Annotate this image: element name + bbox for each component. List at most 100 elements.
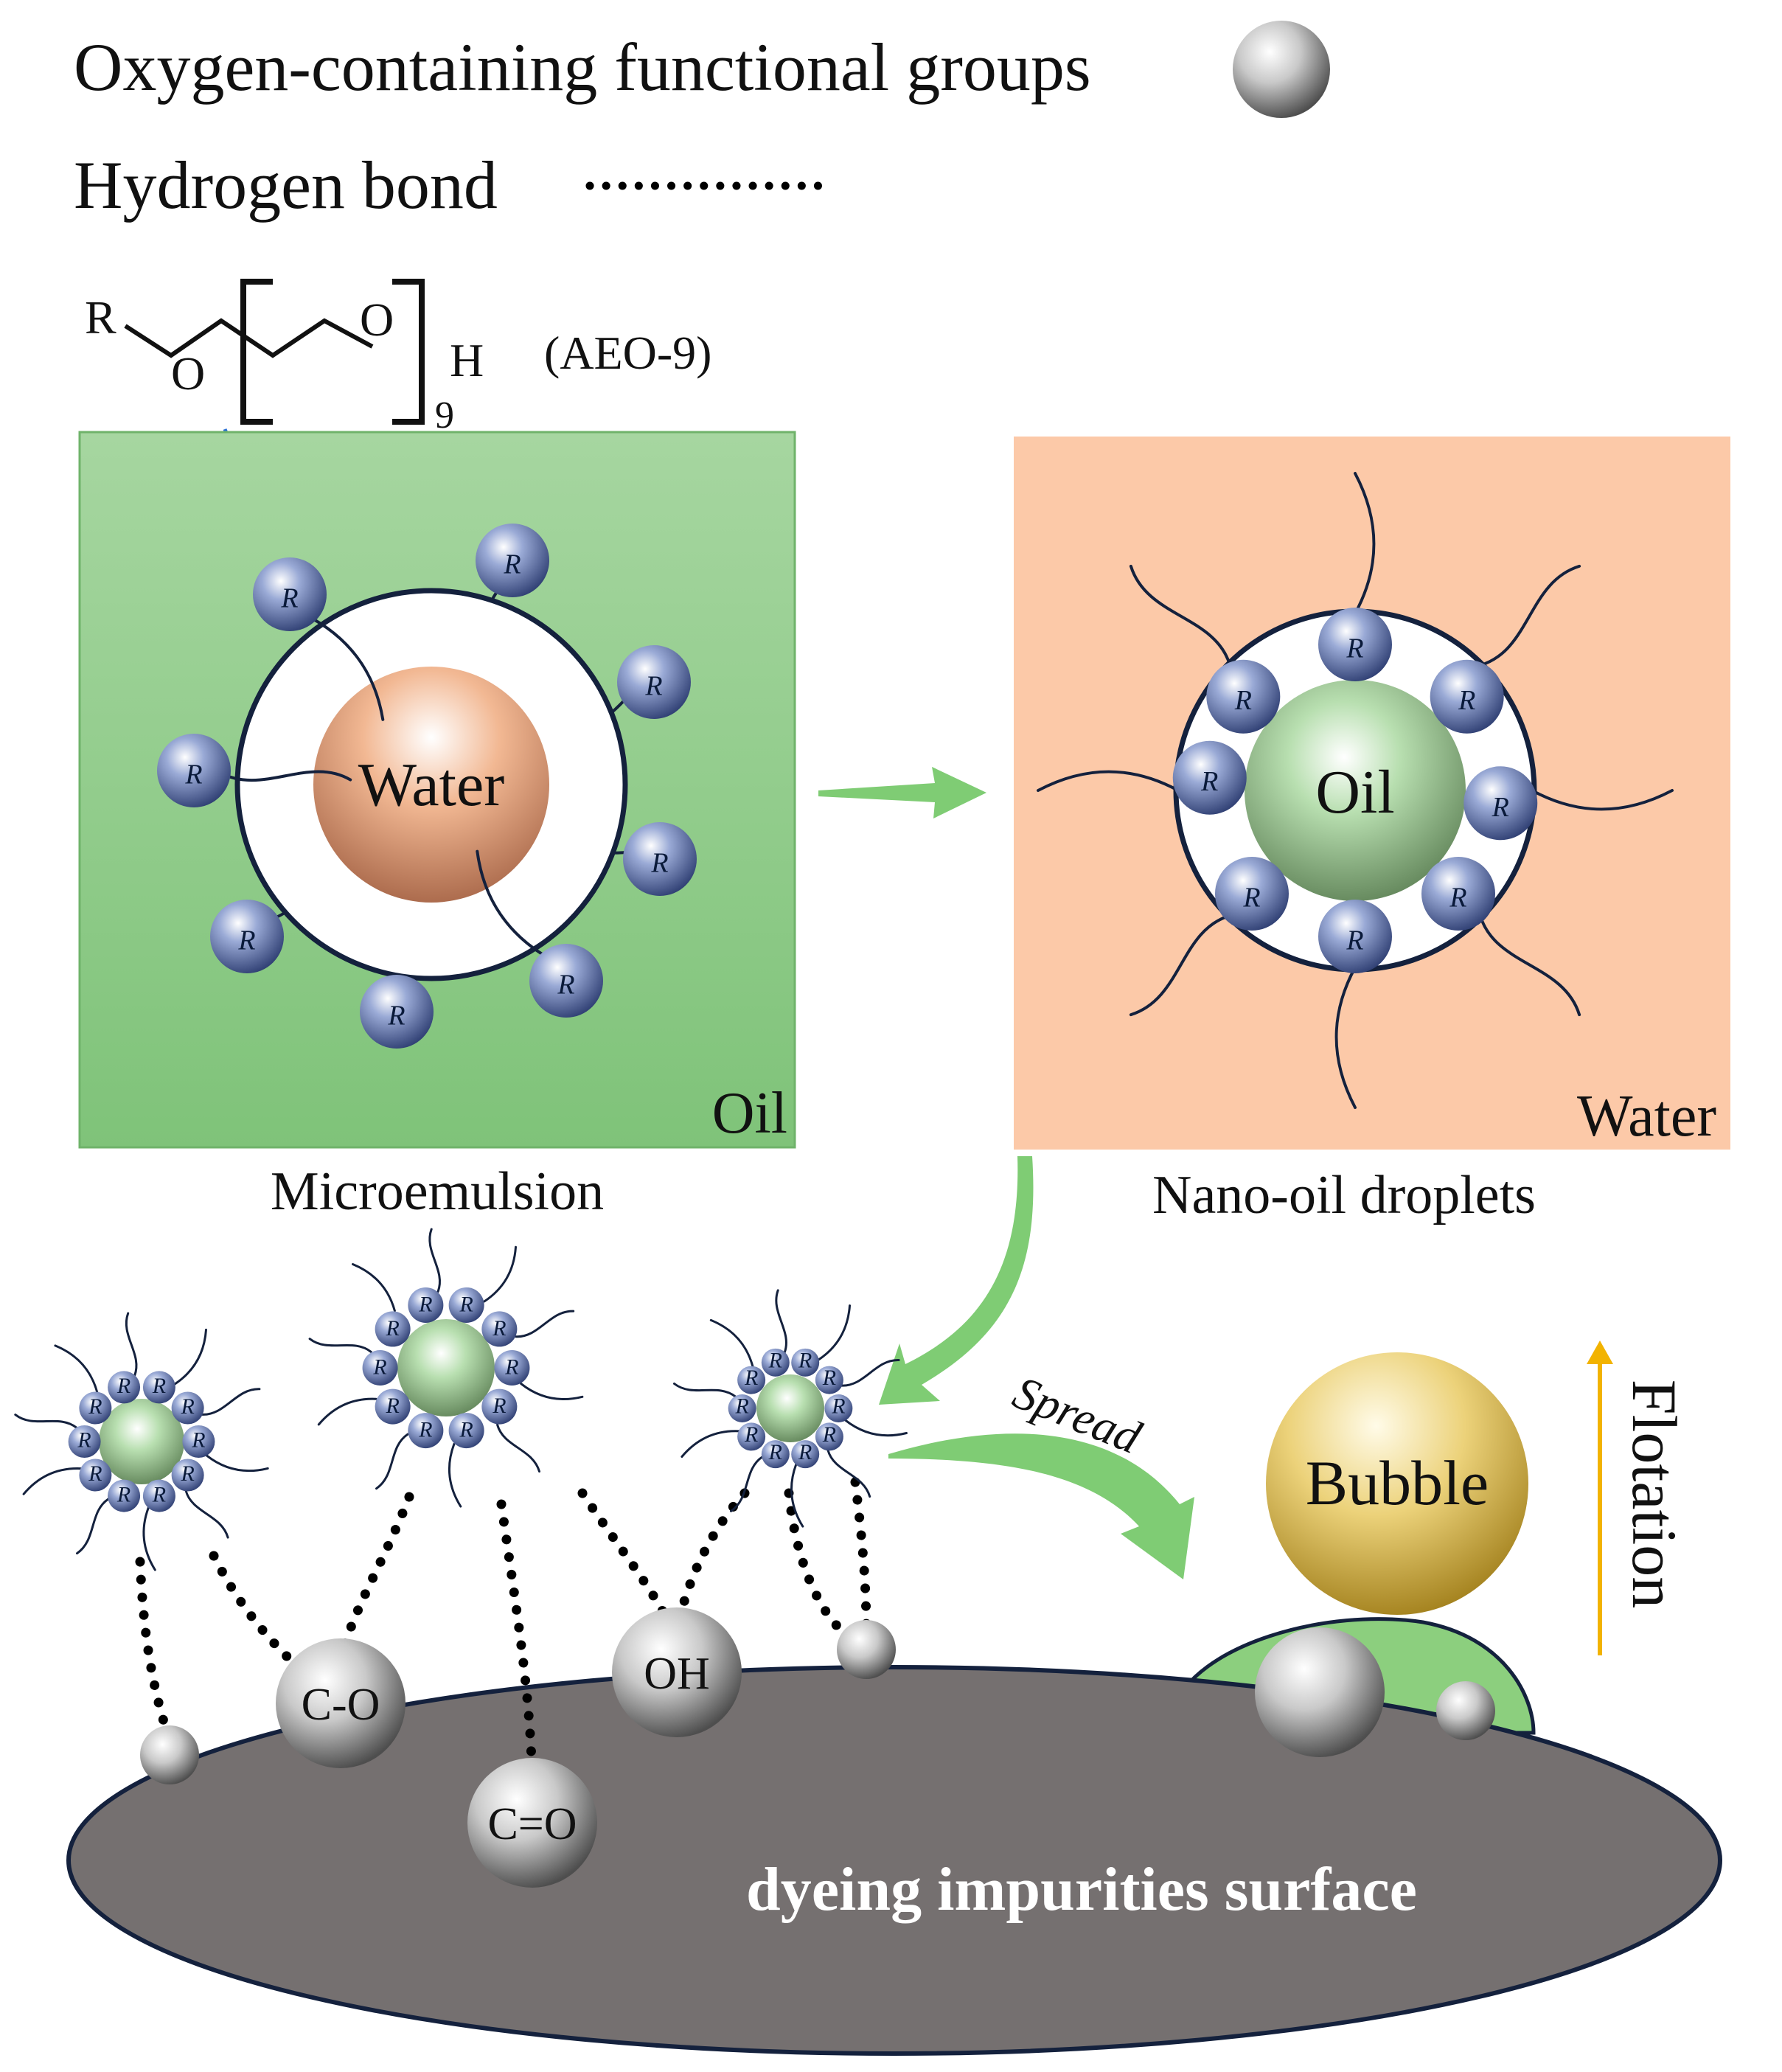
surface-label: dyeing impurities surface: [746, 1855, 1417, 1924]
micro-surfactant-head: [253, 557, 327, 631]
nano-droplets-caption: Nano-oil droplets: [1152, 1165, 1536, 1226]
small-droplet-tail: [448, 1442, 462, 1508]
oil-core: [1245, 680, 1466, 901]
small-droplet-head: [171, 1459, 204, 1492]
small-droplet-head-label: R: [88, 1394, 102, 1419]
small-droplet-head: [481, 1388, 518, 1425]
micro-surfactant-head-label: R: [503, 549, 521, 580]
flotation-scene: dyeing impurities surface C-O C=O OH RRR…: [14, 1228, 1722, 2056]
bubble: [1266, 1352, 1528, 1615]
small-droplet-head-label: R: [831, 1394, 845, 1419]
water-phase-label: Water: [1577, 1084, 1716, 1149]
functional-group-ball-small: [140, 1725, 199, 1784]
functional-group-ball-film-small: [1436, 1681, 1495, 1740]
small-droplet-tail: [317, 1397, 377, 1426]
micro-tail: [476, 849, 554, 962]
nano-surfactant-head-label: R: [1449, 883, 1466, 914]
flotation-arrow-head-icon: [1587, 1341, 1613, 1364]
small-droplet-head: [737, 1422, 766, 1451]
nano-surfactant-head-label: R: [1458, 685, 1475, 716]
micro-surfactant-head-label: R: [644, 671, 662, 702]
small-droplet-head-label: R: [88, 1461, 102, 1486]
functional-group-ball-under-film: [1255, 1627, 1385, 1757]
hbond-1: [135, 1557, 175, 1745]
small-droplet-tail: [173, 1328, 207, 1386]
oil-core-label: Oil: [1315, 758, 1394, 827]
small-droplet-tail: [681, 1430, 741, 1458]
small-droplet-tail: [673, 1383, 737, 1398]
small-droplet-head: [824, 1394, 853, 1422]
oh-group-ball: [612, 1607, 742, 1737]
hbond-5: [577, 1488, 678, 1636]
nano-surfactant-head-label: R: [1346, 925, 1363, 956]
c-o-group-ball: [276, 1638, 406, 1768]
small-droplet-tail: [826, 1449, 871, 1498]
hbond-7: [784, 1488, 846, 1635]
small-droplet-head: [142, 1479, 175, 1512]
formula-r: R: [85, 291, 116, 344]
micro-surfactant-head-label: R: [280, 583, 298, 614]
micro-surfactant-head: [623, 822, 697, 896]
oil-phase-label: Oil: [712, 1081, 787, 1146]
nano-surfactant-head: [1318, 608, 1392, 681]
small-droplet-head: [362, 1350, 398, 1386]
small-droplet-head-label: R: [152, 1482, 166, 1506]
small-droplet-head: [375, 1388, 411, 1425]
nano-surfactant-head: [1421, 857, 1496, 931]
micro-surfactant-head-label: R: [387, 1001, 405, 1032]
formula-chain: [124, 318, 374, 358]
small-droplet-tail: [352, 1263, 396, 1313]
small-droplet-tail: [125, 1312, 138, 1377]
nano-surfactant-head: [1172, 740, 1247, 815]
small-droplet-head: [737, 1366, 766, 1394]
small-droplet-head: [791, 1440, 820, 1469]
small-droplet-head: [494, 1350, 530, 1386]
small-droplet-tail: [817, 1304, 851, 1361]
small-droplet-head: [728, 1394, 756, 1422]
micro-tail: [217, 770, 352, 782]
small-droplet-head: [68, 1425, 101, 1458]
nano-surfactant-head: [1206, 659, 1281, 734]
micro-surfactant-head-label: R: [184, 759, 202, 790]
small-droplet-tail: [142, 1506, 156, 1571]
nano-surfactant-head: [1318, 900, 1392, 973]
nano-surfactant-head-label: R: [1242, 883, 1260, 914]
small-droplet-tail: [22, 1467, 83, 1495]
small-droplet-head: [375, 1311, 411, 1347]
formula-bracket-right: [392, 279, 425, 425]
small-droplet-head-label: R: [768, 1348, 782, 1372]
nano-tail: [1129, 564, 1232, 667]
nano-surfactant-head-label: R: [1492, 792, 1509, 823]
curved-down-arrow-icon: [879, 1156, 1034, 1405]
small-droplet-head: [79, 1459, 112, 1492]
small-droplet-tail: [428, 1228, 441, 1293]
small-droplet-head-label: R: [492, 1316, 506, 1341]
small-droplet-head-label: R: [822, 1366, 836, 1390]
formula-name: (AEO-9): [544, 327, 711, 379]
water-core: [313, 667, 549, 903]
small-droplet-head: [408, 1413, 444, 1449]
nano-surfactant-head-label: R: [1200, 766, 1218, 797]
small-droplet-head: [79, 1391, 112, 1425]
small-droplet-tail: [840, 1358, 900, 1387]
formula-o2: O: [360, 293, 394, 346]
small-droplet-head-label: R: [744, 1422, 758, 1447]
micro-surfactant-head-label: R: [237, 925, 255, 956]
small-droplet-head-label: R: [116, 1482, 130, 1506]
spread-arrow-icon: [888, 1433, 1194, 1579]
functional-group-ball-right: [837, 1620, 896, 1679]
formula-bracket-left: [240, 279, 273, 425]
small-droplet-tail: [515, 1310, 575, 1338]
hbond-3: [335, 1492, 414, 1664]
oh-label: OH: [644, 1649, 710, 1699]
nano-tail: [1037, 770, 1180, 792]
small-droplet-head-label: R: [734, 1394, 748, 1419]
small-droplet-head-label: R: [492, 1394, 506, 1418]
small-droplet-tail: [520, 1383, 584, 1401]
microemulsion-over-tails: [217, 613, 554, 962]
small-droplet-head-label: R: [744, 1366, 758, 1390]
